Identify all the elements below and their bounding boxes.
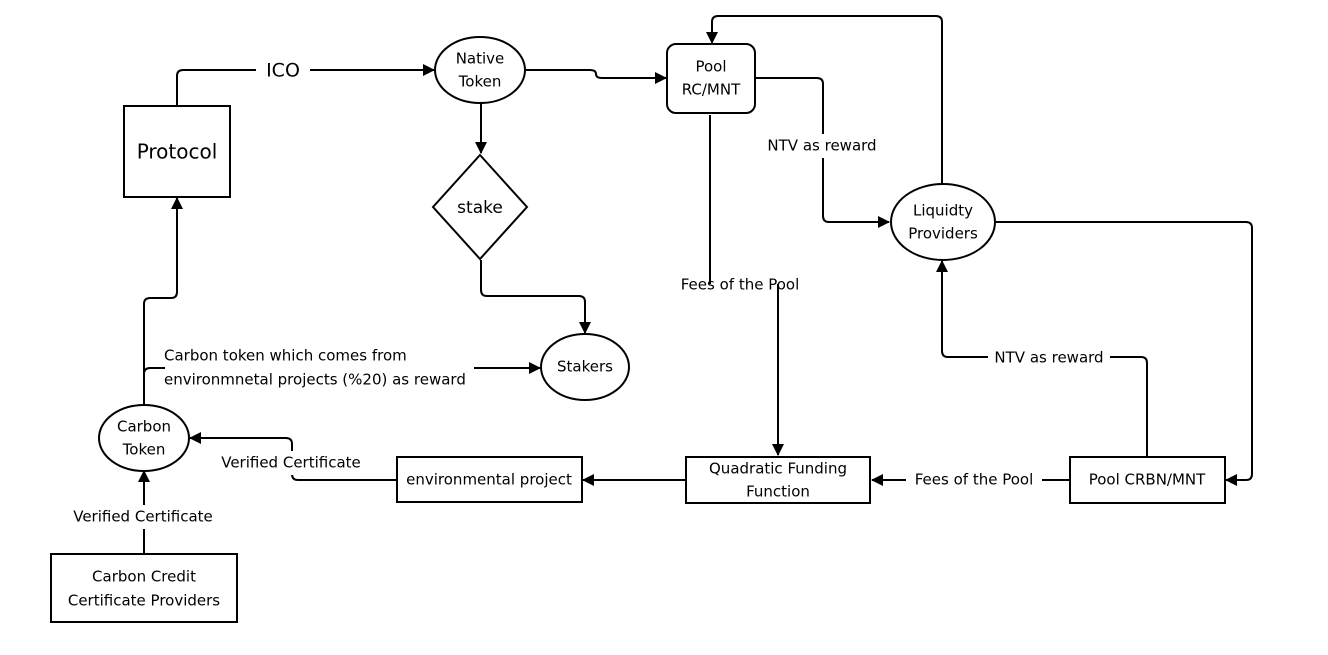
quadratic-funding-label-line-2: Function (746, 483, 810, 501)
stake-node (431, 153, 529, 261)
environmental-project-node (396, 456, 583, 503)
quadratic-funding-label-line-1: Quadratic Funding (709, 460, 847, 478)
edge-native-token-to-pool-rc (526, 69, 667, 84)
liquidity-providers-label-line-1: Liquidty (913, 202, 973, 220)
carbon-token-node (98, 404, 190, 472)
verified-certificate-env-label: Verified Certificate (221, 454, 361, 472)
environmental-project-label: environmental project (406, 471, 572, 489)
carbon-credit-providers-node (50, 553, 238, 623)
edge-stake-to-stakers (480, 260, 591, 334)
ntv-reward-top-label: NTV as reward (767, 137, 876, 155)
fees-pool-crbn-label: Fees of the Pool (915, 471, 1034, 489)
liquidity-providers-label-line-2: Providers (908, 225, 978, 243)
stakers-node (540, 333, 630, 401)
carbon-reward-label-line-2: environmnetal projects (%20) as reward (164, 371, 466, 389)
edge-pool-rc-to-quadratic-funding (709, 115, 778, 455)
protocol-label: Protocol (137, 140, 218, 164)
fees-pool-rc-label: Fees of the Pool (681, 276, 800, 294)
edge-carbon-token-to-stakers (143, 368, 540, 380)
native-token-node (434, 36, 526, 104)
native-token-label-line-2: Token (458, 73, 502, 91)
stake-label: stake (457, 198, 503, 218)
protocol-node (123, 105, 231, 198)
pool-rc-mnt-node (666, 43, 756, 114)
carbon-credit-providers-label-line-2: Certificate Providers (68, 592, 220, 610)
carbon-token-label-line-1: Carbon (117, 418, 171, 436)
pool-rc-mnt-label-line-2: RC/MNT (682, 81, 741, 99)
ntv-reward-bottom-label: NTV as reward (994, 349, 1103, 367)
stakers-label: Stakers (557, 358, 613, 376)
pool-crbn-mnt-node (1069, 456, 1226, 504)
carbon-credit-providers-label-line-1: Carbon Credit (92, 568, 196, 586)
edge-protocol-to-native-token (176, 64, 435, 105)
quadratic-funding-node (685, 456, 871, 504)
edge-carbon-token-to-protocol (143, 197, 183, 405)
ico-label: ICO (266, 60, 300, 82)
native-token-label-line-1: Native (456, 50, 505, 68)
pool-crbn-mnt-label: Pool CRBN/MNT (1089, 471, 1206, 489)
edge-liquidity-providers-to-pool-crbn (996, 221, 1253, 486)
edge-liquidity-providers-to-pool-rc (706, 15, 943, 183)
verified-certificate-providers-label: Verified Certificate (73, 508, 213, 526)
pool-rc-mnt-label-line-1: Pool (695, 58, 726, 76)
carbon-token-label-line-2: Token (122, 441, 166, 459)
liquidity-providers-node (890, 183, 996, 261)
carbon-reward-label-line-1: Carbon token which comes from (164, 347, 407, 365)
